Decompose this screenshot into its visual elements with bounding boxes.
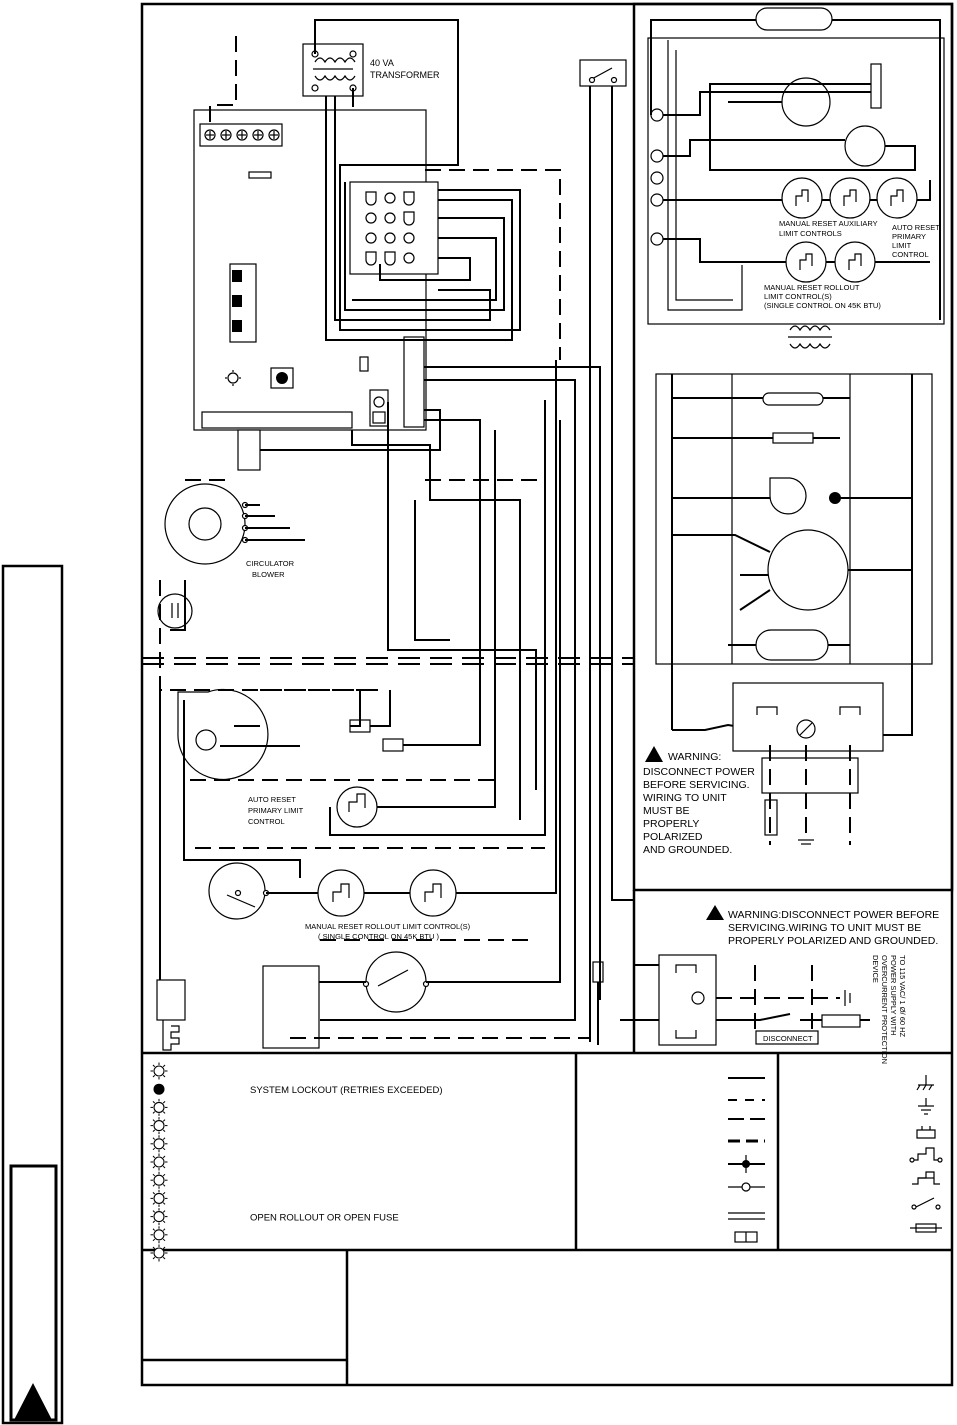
- legend-terminal: [741, 1182, 751, 1192]
- igniter: [156, 961, 604, 1051]
- terminal-strip: [204, 129, 280, 141]
- pressure-switch: [208, 862, 270, 920]
- led-blink-icon: [150, 1189, 168, 1207]
- ladder-primary-label-4: CONTROL: [892, 250, 929, 259]
- status-led-icon: [227, 372, 239, 384]
- rollout-label-1: MANUAL RESET ROLLOUT LIMIT CONTROL(S): [305, 922, 471, 931]
- transformer-label-1: 40 VA: [370, 58, 394, 68]
- ladder-rollout-label-1: MANUAL RESET ROLLOUT: [764, 283, 860, 292]
- chassis-ground-icon: [916, 1075, 934, 1091]
- ladder-primary-label-1: AUTO RESET: [892, 223, 940, 232]
- ladder-warning-6: PROPERLY: [643, 818, 699, 830]
- power-warning-2: SERVICING.WIRING TO UNIT MUST BE: [728, 922, 921, 934]
- led-blink-icon: [150, 1153, 168, 1171]
- ladder-warning-7: POLARIZED: [643, 831, 703, 843]
- power-supply-label-2: POWER SUPPLY WITH: [889, 955, 898, 1036]
- ladder-warning-3: BEFORE SERVICING.: [643, 779, 750, 791]
- led-blink-icon: [150, 1135, 168, 1153]
- diagnostic-code-text: SYSTEM LOCKOUT (RETRIES EXCEEDED): [250, 1085, 443, 1096]
- nine-pin-connector: [349, 181, 439, 275]
- ladder-rollout-label-3: (SINGLE CONTROL ON 45K BTU): [764, 301, 881, 310]
- gas-valve: [262, 951, 430, 1049]
- side-tab: [1, 564, 64, 1425]
- ladder-aux-label-1: MANUAL RESET AUXILIARY: [779, 219, 878, 228]
- earth-ground-icon: [918, 1098, 934, 1115]
- led-solid-icon: [153, 1083, 165, 1095]
- schematic-wires-dashed: [159, 36, 590, 1039]
- led-blink-icon: [150, 1208, 168, 1226]
- draft-inducer: [177, 688, 404, 781]
- ladder-warning-5: MUST BE: [643, 805, 689, 817]
- transformer: 40 VA TRANSFORMER: [302, 43, 440, 97]
- transformer-label-2: TRANSFORMER: [370, 70, 440, 80]
- power-supply-label-1: TO 115 VAC/ 1 Ø/ 60 HZ: [898, 955, 907, 1038]
- pressure-switch-icon: [911, 1197, 941, 1210]
- primary-limit-label-3: CONTROL: [248, 817, 285, 826]
- ladder-warning-4: WIRING TO UNIT: [643, 792, 727, 804]
- page-arrow-icon: [14, 1383, 52, 1420]
- power-warning-1: WARNING:DISCONNECT POWER BEFORE: [728, 909, 939, 921]
- led-blink-icon: [150, 1062, 168, 1080]
- ladder-primary-label-2: PRIMARY: [892, 232, 926, 241]
- led-blink-icon: [150, 1117, 168, 1135]
- circulator-label-2: BLOWER: [252, 570, 285, 579]
- ladder-wires: [650, 19, 941, 320]
- rollout-label-2: ( SINGLE CONTROL ON 45K BTU ): [318, 932, 439, 941]
- symbol-legend: [909, 1075, 943, 1233]
- schematic-wires: [159, 19, 660, 1042]
- power-supply-label-3: OVERCURRENT PROTECTION: [880, 955, 889, 1064]
- ladder-warning-8: AND GROUNDED.: [643, 844, 732, 856]
- power-supply-label-4: DEVICE: [871, 955, 880, 983]
- ladder-rollout-label-2: LIMIT CONTROL(S): [764, 292, 832, 301]
- led-blink-icon: [150, 1171, 168, 1189]
- wire-legend: [728, 1077, 765, 1243]
- primary-limit-label-2: PRIMARY LIMIT: [248, 806, 304, 815]
- ladder-warning-2: DISCONNECT POWER: [643, 766, 755, 778]
- ladder-primary-label-3: LIMIT: [892, 241, 912, 250]
- primary-limit-label-1: AUTO RESET: [248, 795, 296, 804]
- thermal-switch-icon: [912, 1171, 940, 1185]
- circulator-blower: CIRCULATOR BLOWER: [157, 483, 295, 629]
- led-blink-icon: [150, 1226, 168, 1244]
- ladder-warning-1: WARNING:: [668, 751, 721, 763]
- ladder-lower-wires: [671, 374, 913, 736]
- limit-switch-icon: [909, 1147, 943, 1163]
- ladder-aux-label-2: LIMIT CONTROLS: [779, 229, 842, 238]
- schematic-area: 40 VA TRANSFORMER: [142, 19, 660, 1051]
- warning-triangle-icon: [706, 905, 724, 920]
- rollout-limits: MANUAL RESET ROLLOUT LIMIT CONTROL(S) ( …: [305, 869, 471, 941]
- led-blink-icon: [150, 1244, 168, 1262]
- reset-button-icon: [276, 372, 288, 384]
- diagnostic-code-text: OPEN ROLLOUT OR OPEN FUSE: [250, 1213, 399, 1224]
- power-supply-section: WARNING:DISCONNECT POWER BEFORE SERVICIN…: [658, 905, 939, 1064]
- sheet-frames: [140, 2, 954, 1387]
- fuse-icon: [910, 1223, 942, 1233]
- warning-triangle-icon: [645, 746, 663, 762]
- plug-connector-icon: [916, 1126, 936, 1139]
- run-capacitor: [157, 593, 193, 629]
- diagnostic-codes-table: SYSTEM LOCKOUT (RETRIES EXCEEDED) OPEN RO…: [150, 1062, 443, 1262]
- auto-reset-primary-limit: AUTO RESET PRIMARY LIMIT CONTROL: [248, 786, 378, 828]
- disconnect-label: DISCONNECT: [763, 1034, 813, 1043]
- circulator-label-1: CIRCULATOR: [246, 559, 295, 568]
- power-warning-3: PROPERLY POLARIZED AND GROUNDED.: [728, 935, 938, 947]
- led-blink-icon: [150, 1098, 168, 1116]
- door-switch: [579, 59, 627, 87]
- ladder-diagram: MANUAL RESET AUXILIARY LIMIT CONTROLS AU…: [643, 7, 945, 856]
